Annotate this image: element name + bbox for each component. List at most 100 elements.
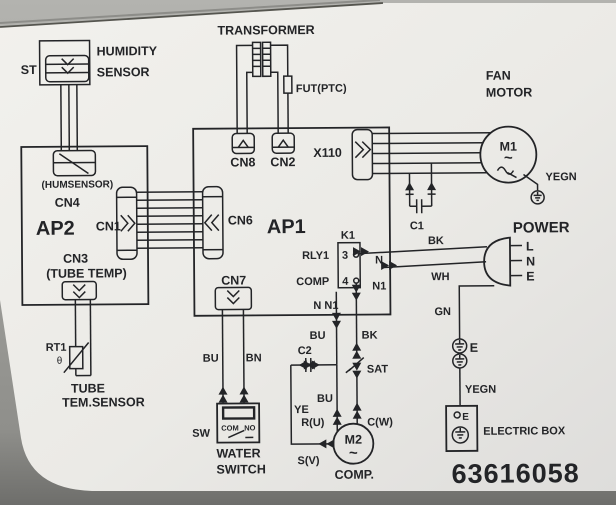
- gn-wire: [458, 284, 495, 339]
- transformer-icon: [251, 41, 272, 78]
- ap1-label: AP1: [267, 216, 306, 238]
- power-l-label: L: [526, 239, 534, 253]
- power-label: POWER: [513, 219, 570, 236]
- humidity-sensor-wires: [60, 84, 79, 151]
- relay-terminal-4: 4: [342, 276, 349, 288]
- ap1-board: AP1 CN8 CN2 X110: [192, 126, 392, 317]
- k1-relay: K1 3 4 RLY1 COMP: [296, 230, 362, 289]
- fan-motor-label-1: FAN: [486, 69, 511, 83]
- chevron-down-icon: [226, 296, 240, 305]
- electric-box-e-label: E: [462, 412, 469, 423]
- cw-label: C(W): [367, 416, 393, 428]
- chevron-right-icon: [354, 141, 365, 159]
- m2-label: M2: [345, 433, 363, 447]
- n-n1-label: N N1: [313, 300, 338, 312]
- m2-ac-symbol: ~: [349, 445, 358, 462]
- bk-label-2: BK: [362, 330, 378, 342]
- c2-capacitor: C2: [290, 345, 337, 373]
- chevron-down-icon: [72, 284, 86, 292]
- tube-temp-sensor: RT1 θ TUBE TEM.SENSOR: [46, 299, 145, 410]
- wh-wire: [384, 261, 487, 269]
- sat-label: SAT: [367, 363, 389, 375]
- water-switch-label-1: WATER: [216, 446, 260, 460]
- tube-sensor-label-1: TUBE: [71, 381, 105, 395]
- fan-motor-icon: [479, 125, 538, 184]
- ptc-fuse-icon: [283, 75, 293, 94]
- cn6-connector-icon: [201, 185, 224, 260]
- n-wire-label: N: [375, 254, 383, 266]
- com-label: COM: [221, 423, 239, 432]
- fan-motor-label-2: MOTOR: [486, 85, 532, 99]
- water-switch-label-2: SWITCH: [216, 462, 265, 476]
- comp-terminal-label: COMP: [296, 276, 329, 288]
- bk-wire: [358, 246, 488, 255]
- power-plug-icon: [483, 236, 512, 287]
- switch-contact: [228, 429, 245, 439]
- ap2-label: AP2: [36, 218, 75, 240]
- cn6-label: CN6: [228, 213, 253, 227]
- fan-motor-unit: FAN MOTOR M1 ~ YEGN: [372, 69, 577, 232]
- electric-box-label: ELECTRIC BOX: [483, 425, 566, 438]
- chevron-up-icon: [277, 138, 289, 148]
- chevron-right-icon: [361, 141, 372, 159]
- relay-outline: [337, 241, 362, 289]
- wiring-diagram: ST HUMIDITY SENSOR TRANSFORMER: [20, 23, 580, 489]
- c1-label: C1: [410, 220, 424, 232]
- cn8-label: CN8: [230, 155, 255, 169]
- c2-label: C2: [298, 345, 312, 357]
- chevron-down-icon: [61, 58, 75, 66]
- x110-label: X110: [313, 146, 342, 160]
- gn-label: GN: [434, 306, 451, 318]
- ground-electric-box: E YEGN E ELECTRIC BOX: [445, 338, 566, 452]
- ground-in-circle-icon: [451, 426, 470, 444]
- chevron-right-icon: [120, 214, 129, 232]
- ap2-ap1-wire-bundle: [136, 190, 203, 249]
- water-switch-icon: [216, 402, 261, 444]
- bu-label-3: BU: [203, 353, 219, 365]
- m1-label: M1: [500, 140, 518, 154]
- cn3-connector-icon: [61, 280, 98, 301]
- ap2-board: (HUMSENSOR) CN4 AP2 CN1 CN3 (TUBE TEMP): [20, 145, 150, 306]
- rly1-label: RLY1: [302, 250, 329, 262]
- humidity-sensor-outline: [38, 39, 91, 86]
- cn8-connector-icon: [231, 132, 256, 155]
- c1-capacitor: C1: [404, 163, 437, 232]
- chevron-up-icon: [237, 139, 249, 148]
- sw-label: SW: [192, 428, 210, 440]
- water-switch-unit: BU BN COM NO SW WATER SWITCH: [192, 309, 266, 477]
- switch-window: [221, 406, 256, 420]
- comp-label: COMP.: [335, 468, 374, 482]
- cn3-label: CN3: [63, 252, 88, 266]
- ap1-outline: [192, 126, 392, 317]
- label-edge-highlight: [0, 0, 381, 24]
- wh-label: WH: [431, 271, 449, 283]
- chevron-left-icon: [210, 214, 220, 232]
- cn2-connector-icon: [271, 132, 296, 154]
- chevron-right-icon: [127, 214, 136, 232]
- transformer-unit: TRANSFORMER FUT(PTC): [217, 23, 347, 134]
- ground-icon: [530, 190, 545, 205]
- chevron-left-icon: [203, 214, 213, 232]
- chevron-down-icon: [61, 66, 75, 75]
- ye-label: YE: [294, 404, 309, 416]
- cn4-connector-icon: [52, 149, 97, 177]
- humidity-sensor-label-2: SENSOR: [97, 65, 150, 79]
- no-label: NO: [244, 423, 255, 432]
- compressor-unit: BU BK SAT C2: [290, 282, 393, 482]
- power-e-label: E: [526, 269, 534, 283]
- ground-e-label: E: [470, 341, 478, 355]
- bk-label: BK: [428, 235, 444, 247]
- bn-label: BN: [246, 352, 262, 364]
- st-connector-icon: [44, 54, 90, 83]
- ground-terminal-icon: [451, 338, 468, 354]
- cn7-label: CN7: [221, 273, 246, 287]
- ap2-outline: [20, 145, 150, 306]
- transformer-label: TRANSFORMER: [217, 23, 314, 38]
- humsensor-label: (HUMSENSOR): [42, 179, 114, 191]
- cn2-label: CN2: [270, 155, 295, 169]
- cn7-connector-icon: CN7: [214, 273, 253, 311]
- chevron-down-icon: [72, 291, 86, 299]
- part-number: 63616058: [451, 458, 579, 489]
